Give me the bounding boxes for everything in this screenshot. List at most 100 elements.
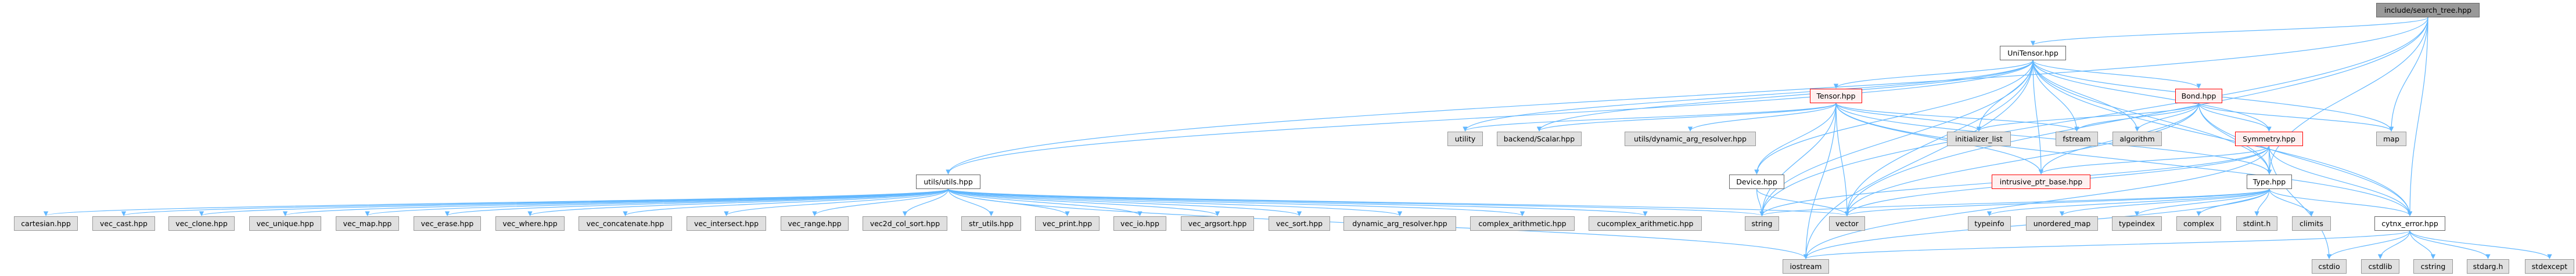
edge-tensor-to-initlist: [1835, 103, 1982, 132]
node-type[interactable]: Type.hpp: [2247, 175, 2292, 189]
node-typeinfo[interactable]: typeinfo: [1968, 216, 2011, 231]
edge-unitensor-to-string: [1759, 60, 2034, 216]
node-dar[interactable]: dynamic_arg_resolver.hpp: [1343, 216, 1456, 231]
edge-unitensor-to-iostream: [1803, 60, 2034, 259]
node-tensor[interactable]: Tensor.hpp: [1810, 89, 1862, 103]
node-utils[interactable]: utils/utils.hpp: [916, 175, 980, 189]
node-cartesian[interactable]: cartesian.hpp: [14, 216, 78, 231]
node-vec-range[interactable]: vec_range.hpp: [781, 216, 849, 231]
edge-tensor-to-string: [1759, 103, 1837, 216]
edge-bond-to-algorithm: [2135, 103, 2200, 132]
node-vec-map[interactable]: vec_map.hpp: [336, 216, 399, 231]
edge-utils-to-vec_sort: [947, 188, 1302, 216]
edge-cytnx_error-to-cstring: [2409, 230, 2436, 259]
edge-utils-to-cartesian: [44, 188, 949, 216]
edge-tensor-to-cytnx_error: [1835, 103, 2413, 216]
node-device[interactable]: Device.hpp: [1729, 175, 1784, 189]
node-vec-argsort[interactable]: vec_argsort.hpp: [1181, 216, 1254, 231]
node-vec2d-col-sort[interactable]: vec2d_col_sort.hpp: [863, 216, 947, 231]
node-dar-utils[interactable]: utils/dynamic_arg_resolver.hpp: [1625, 132, 1756, 146]
node-cytnx-error[interactable]: cytnx_error.hpp: [2374, 216, 2445, 231]
edge-unitensor-to-type: [2032, 60, 2272, 175]
node-complex[interactable]: complex: [2176, 216, 2221, 231]
edge-type-to-typeindex: [2134, 188, 2270, 216]
edge-utils-to-vec_argsort: [947, 188, 1220, 216]
node-algorithm[interactable]: algorithm: [2112, 132, 2162, 146]
edge-type-to-cytnx_error: [2269, 188, 2413, 216]
edge-utils-to-vec_where: [527, 188, 949, 216]
edge-unitensor-to-algorithm: [2032, 60, 2140, 132]
edge-device-to-vector: [1756, 188, 1850, 216]
edge-utils-to-string: [947, 188, 1765, 216]
edge-tensor-to-vector: [1835, 103, 1850, 216]
edge-unitensor-to-intrusive: [2032, 60, 2044, 175]
edge-tensor-to-utility: [1463, 103, 1837, 132]
edge-unitensor-to-vector: [1844, 60, 2034, 216]
edge-utils-to-str_utils: [947, 188, 994, 216]
node-vec-clone[interactable]: vec_clone.hpp: [168, 216, 235, 231]
edge-utils-to-vec2d_col_sort: [902, 188, 949, 216]
edge-cytnx_error-to-cstdlib: [2377, 230, 2410, 259]
node-vec-unique[interactable]: vec_unique.hpp: [249, 216, 321, 231]
edge-utils-to-vec_unique: [283, 188, 949, 216]
node-climits[interactable]: climits: [2292, 216, 2331, 231]
node-intrusive[interactable]: intrusive_ptr_base.hpp: [1992, 175, 2090, 189]
node-vec-print[interactable]: vec_print.hpp: [1035, 216, 1100, 231]
node-bond[interactable]: Bond.hpp: [2175, 89, 2222, 103]
edge-symmetry-to-cytnx_error: [2268, 146, 2413, 216]
node-initlist[interactable]: initializer_list: [1947, 132, 2011, 146]
edge-utils-to-vec_erase: [445, 188, 949, 216]
edge-type-to-climits: [2269, 188, 2314, 216]
node-vec-io[interactable]: vec_io.hpp: [1113, 216, 1166, 231]
edge-symmetry-to-cstdio: [2268, 146, 2332, 259]
node-cstdio[interactable]: cstdio: [2312, 259, 2347, 274]
node-str-utils[interactable]: str_utils.hpp: [961, 216, 1021, 231]
edge-tensor-to-type: [1835, 103, 2272, 175]
node-symmetry[interactable]: Symmetry.hpp: [2235, 132, 2303, 146]
node-cstdlib[interactable]: cstdlib: [2361, 259, 2399, 274]
node-vector[interactable]: vector: [1829, 216, 1865, 231]
edge-unitensor-to-tensor: [1833, 60, 2034, 89]
node-stdarg[interactable]: stdarg.h: [2467, 259, 2509, 274]
edge-unitensor-to-bond: [2032, 60, 2201, 89]
node-vec-sort[interactable]: vec_sort.hpp: [1269, 216, 1330, 231]
edge-cytnx_error-to-iostream: [1803, 230, 2410, 259]
node-search-tree[interactable]: include/search_tree.hpp: [2376, 3, 2480, 17]
node-stdint[interactable]: stdint.h: [2236, 216, 2277, 231]
edge-utils-to-complex_arith: [947, 188, 1525, 216]
node-complex-arith[interactable]: complex_arithmetic.hpp: [1470, 216, 1575, 231]
edge-search_tree-to-cytnx_error: [2407, 17, 2428, 216]
node-vec-where[interactable]: vec_where.hpp: [495, 216, 565, 231]
node-vec-concatenate[interactable]: vec_concatenate.hpp: [579, 216, 672, 231]
node-vec-cast[interactable]: vec_cast.hpp: [92, 216, 155, 231]
node-unitensor[interactable]: UniTensor.hpp: [2000, 46, 2066, 60]
node-cstring[interactable]: cstring: [2413, 259, 2453, 274]
edge-unitensor-to-symmetry: [2032, 60, 2272, 132]
node-map[interactable]: map: [2376, 132, 2406, 146]
edge-type-to-stdint: [2254, 188, 2270, 216]
node-typeindex[interactable]: typeindex: [2112, 216, 2162, 231]
node-string[interactable]: string: [1745, 216, 1779, 231]
node-fstream[interactable]: fstream: [2056, 132, 2098, 146]
node-cucomplex-arith[interactable]: cucomplex_arithmetic.hpp: [1589, 216, 1702, 231]
edge-symmetry-to-iostream: [1803, 146, 2270, 259]
edge-search_tree-to-unitensor: [2031, 17, 2428, 46]
node-unordered-map[interactable]: unordered_map: [2026, 216, 2098, 231]
node-utility[interactable]: utility: [1447, 132, 1483, 146]
edge-bond-to-vector: [1844, 103, 2200, 216]
node-stdexcept[interactable]: stdexcept: [2525, 259, 2574, 274]
edge-cytnx_error-to-cstdio: [2326, 230, 2410, 259]
edge-type-to-vector: [1845, 188, 2270, 216]
edge-utils-to-vec_cast: [121, 188, 949, 216]
edge-bond-to-fstream: [2074, 103, 2200, 132]
node-vec-intersect[interactable]: vec_intersect.hpp: [687, 216, 766, 231]
edge-bond-to-type: [2198, 103, 2272, 175]
edge-cytnx_error-to-stdexcept: [2409, 230, 2552, 259]
edge-unitensor-to-cytnx_error: [2032, 60, 2413, 216]
edge-tensor-to-fstream: [1835, 103, 2079, 132]
edge-tensor-to-scalar: [1536, 103, 1837, 132]
node-iostream[interactable]: iostream: [1783, 259, 1829, 274]
node-vec-erase[interactable]: vec_erase.hpp: [414, 216, 481, 231]
node-scalar[interactable]: backend/Scalar.hpp: [1497, 132, 1582, 146]
